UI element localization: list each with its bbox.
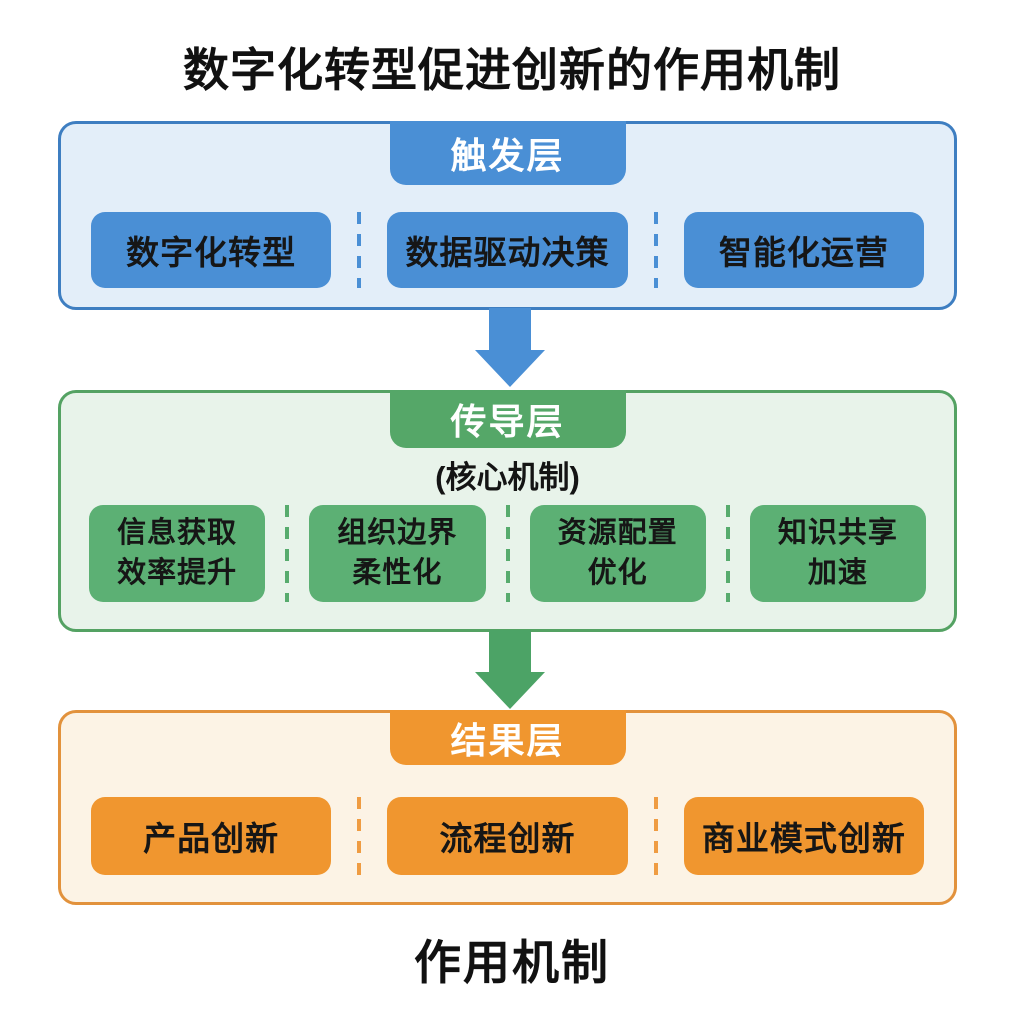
node-resource-allocation: 资源配置 优化: [529, 505, 706, 602]
layer-result-tab: 结果层: [389, 710, 626, 765]
dashed-divider: [725, 505, 730, 602]
node-data-driven-decision: 数据驱动决策: [387, 212, 628, 288]
diagram-title: 数字化转型促进创新的作用机制: [183, 44, 841, 96]
layer-result: 结果层 产品创新 流程创新 商业模式创新: [58, 710, 957, 905]
layer-trigger: 触发层 数字化转型 数据驱动决策 智能化运营: [58, 121, 957, 310]
node-information-efficiency: 信息获取 效率提升: [89, 505, 266, 602]
dashed-divider: [505, 505, 510, 602]
footer-caption: 作用机制: [414, 936, 610, 989]
node-intelligent-operation: 智能化运营: [683, 212, 924, 288]
node-product-innovation: 产品创新: [91, 797, 332, 875]
layer-transmission-row: 信息获取 效率提升 组织边界 柔性化 资源配置 优化 知识共享 加速: [61, 505, 954, 602]
node-digital-transformation: 数字化转型: [91, 212, 332, 288]
dashed-divider: [653, 797, 658, 875]
down-arrow-icon: [475, 308, 545, 387]
node-process-innovation: 流程创新: [387, 797, 628, 875]
node-knowledge-sharing: 知识共享 加速: [749, 505, 926, 602]
dashed-divider: [357, 212, 362, 288]
down-arrow-icon: [475, 630, 545, 709]
layer-transmission: 传导层 (核心机制) 信息获取 效率提升 组织边界 柔性化 资源配置 优化 知识…: [58, 390, 957, 632]
layer-result-row: 产品创新 流程创新 商业模式创新: [61, 797, 954, 875]
dashed-divider: [653, 212, 658, 288]
layer-transmission-tab: 传导层: [389, 390, 626, 448]
node-org-boundary-flexibility: 组织边界 柔性化: [309, 505, 486, 602]
layer-trigger-tab: 触发层: [389, 121, 626, 185]
dashed-divider: [285, 505, 290, 602]
layer-trigger-row: 数字化转型 数据驱动决策 智能化运营: [61, 212, 954, 288]
layer-transmission-subtitle: (核心机制): [435, 460, 580, 495]
node-business-model-innovation: 商业模式创新: [683, 797, 924, 875]
dashed-divider: [357, 797, 362, 875]
